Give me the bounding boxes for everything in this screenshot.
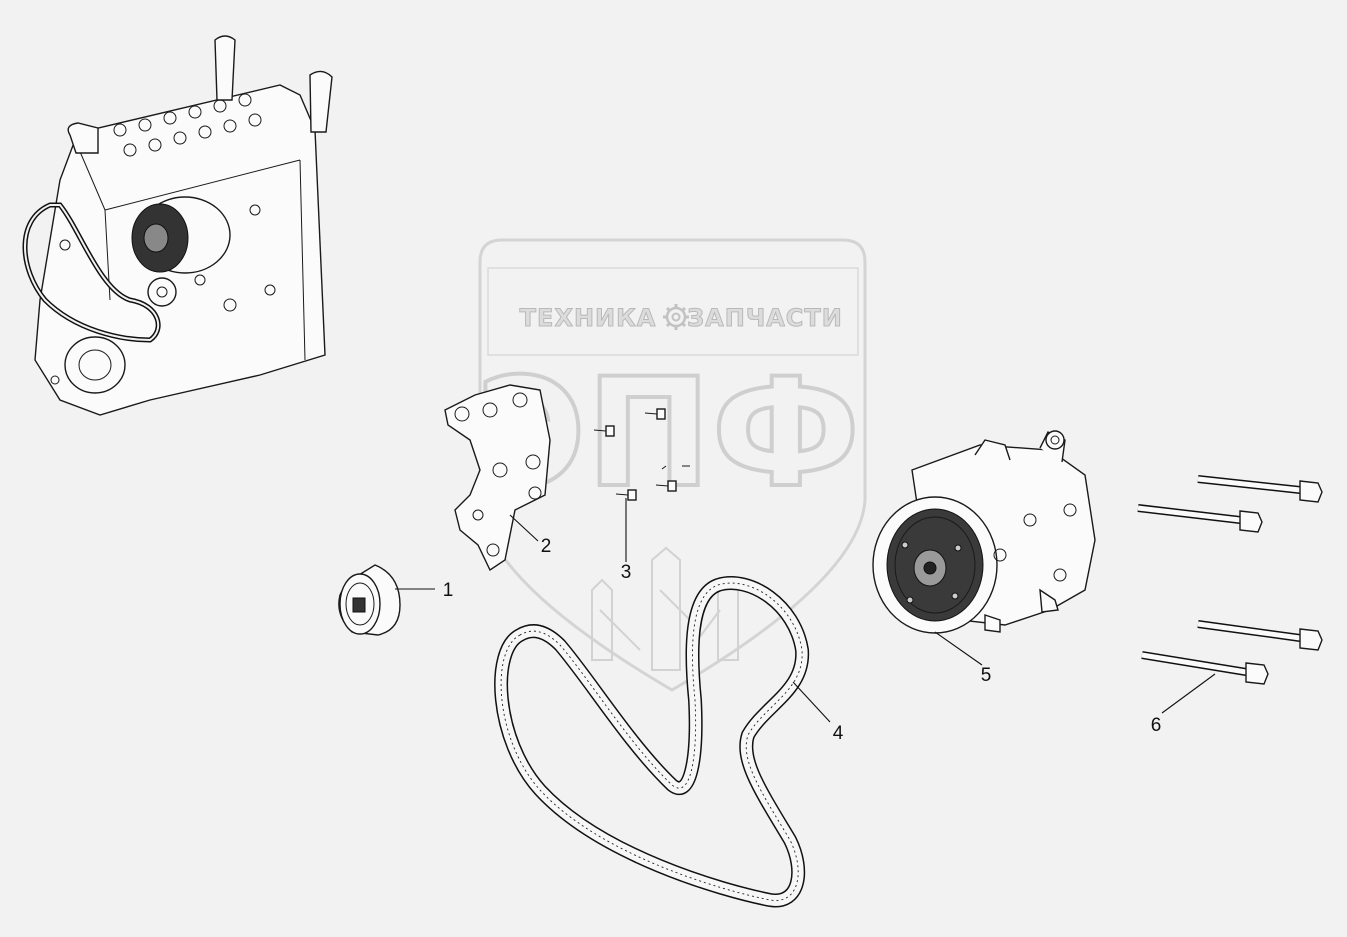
poly-v-belt-4 — [494, 576, 810, 908]
watermark: ТЕХНИКА ЗАПЧАСТИ ЭПФ — [474, 238, 867, 692]
engine-assembly — [22, 35, 333, 416]
gear-icon — [663, 304, 689, 330]
callout-5: 5 — [981, 665, 992, 686]
watermark-brand-right: ЗАПЧАСТИ — [687, 304, 843, 332]
callout-3: 3 — [621, 562, 632, 583]
long-bolts-6 — [1137, 475, 1323, 685]
callout-2: 2 — [541, 536, 552, 557]
watermark-brand-left: ТЕХНИКА — [520, 304, 657, 332]
callout-1: 1 — [443, 580, 454, 601]
leader-lines — [395, 498, 1216, 723]
bolts-3 — [593, 408, 690, 501]
bracket-2 — [444, 384, 551, 572]
tensioner-pulley-1 — [338, 564, 401, 636]
ac-compressor-5 — [872, 430, 1096, 634]
callout-6: 6 — [1151, 715, 1162, 736]
callout-4: 4 — [833, 723, 844, 744]
